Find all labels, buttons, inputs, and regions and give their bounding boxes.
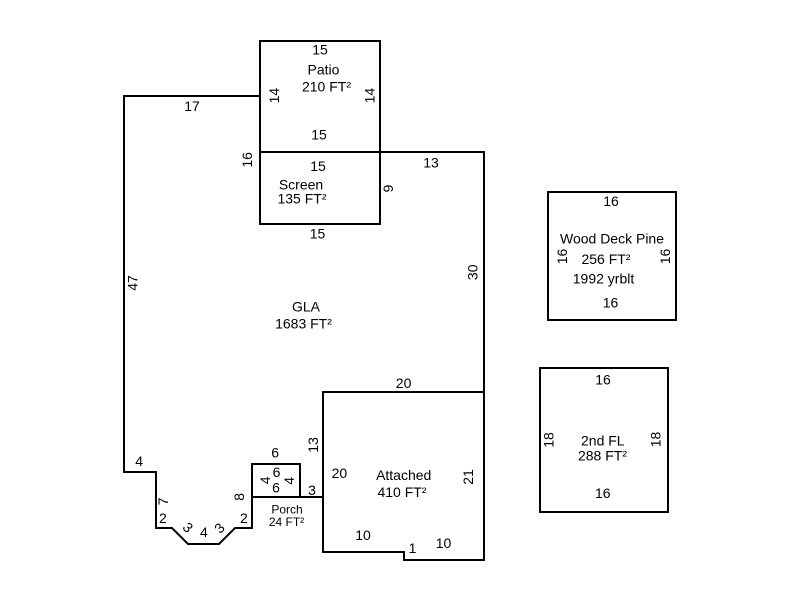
svg-text:1: 1 xyxy=(409,540,417,556)
svg-text:13: 13 xyxy=(305,437,321,453)
svg-text:2: 2 xyxy=(159,510,167,526)
svg-text:15: 15 xyxy=(311,127,327,143)
svg-text:GLA: GLA xyxy=(292,299,321,315)
svg-text:2nd FL: 2nd FL xyxy=(581,433,625,449)
svg-text:16: 16 xyxy=(603,295,619,311)
svg-text:20: 20 xyxy=(332,465,348,481)
svg-text:Attached: Attached xyxy=(376,467,431,483)
svg-text:16: 16 xyxy=(554,249,570,265)
svg-text:288 FT²: 288 FT² xyxy=(578,448,627,464)
svg-text:16: 16 xyxy=(595,485,611,501)
svg-text:Wood Deck Pine: Wood Deck Pine xyxy=(560,231,664,247)
svg-text:135 FT²: 135 FT² xyxy=(277,191,326,207)
svg-text:6: 6 xyxy=(272,480,280,496)
svg-text:3: 3 xyxy=(211,519,228,536)
svg-text:21: 21 xyxy=(460,469,476,485)
svg-text:20: 20 xyxy=(396,375,412,391)
svg-text:Patio: Patio xyxy=(308,62,340,78)
svg-text:4: 4 xyxy=(257,476,273,484)
svg-text:17: 17 xyxy=(184,98,200,114)
svg-text:1683 FT²: 1683 FT² xyxy=(275,316,332,332)
svg-text:15: 15 xyxy=(310,158,326,174)
svg-text:15: 15 xyxy=(312,42,328,58)
svg-text:6: 6 xyxy=(271,445,279,461)
svg-text:18: 18 xyxy=(540,432,556,448)
svg-text:1992 yrblt: 1992 yrblt xyxy=(573,271,635,287)
svg-text:16: 16 xyxy=(657,249,673,265)
svg-text:24 FT²: 24 FT² xyxy=(269,515,304,529)
svg-text:18: 18 xyxy=(648,432,664,448)
svg-text:210 FT²: 210 FT² xyxy=(302,79,351,95)
svg-text:Porch: Porch xyxy=(271,502,302,516)
svg-text:4: 4 xyxy=(200,524,208,540)
svg-text:4: 4 xyxy=(281,477,297,485)
svg-text:256 FT²: 256 FT² xyxy=(581,251,630,267)
svg-text:15: 15 xyxy=(310,226,326,242)
svg-text:7: 7 xyxy=(155,497,171,505)
svg-text:14: 14 xyxy=(266,88,282,104)
svg-text:16: 16 xyxy=(603,193,619,209)
svg-text:3: 3 xyxy=(308,482,316,498)
svg-text:8: 8 xyxy=(231,493,247,501)
svg-text:14: 14 xyxy=(362,88,378,104)
svg-text:6: 6 xyxy=(273,464,281,480)
svg-text:47: 47 xyxy=(125,275,141,291)
svg-text:Screen: Screen xyxy=(279,177,323,193)
svg-text:10: 10 xyxy=(436,535,452,551)
svg-text:10: 10 xyxy=(355,527,371,543)
svg-text:30: 30 xyxy=(465,264,481,280)
svg-text:16: 16 xyxy=(239,152,255,168)
svg-text:13: 13 xyxy=(423,155,439,171)
svg-text:410 FT²: 410 FT² xyxy=(377,484,426,500)
svg-text:9: 9 xyxy=(380,184,396,192)
svg-text:3: 3 xyxy=(180,519,197,536)
svg-text:4: 4 xyxy=(135,453,143,469)
svg-text:2: 2 xyxy=(240,510,248,526)
svg-text:16: 16 xyxy=(595,372,611,388)
